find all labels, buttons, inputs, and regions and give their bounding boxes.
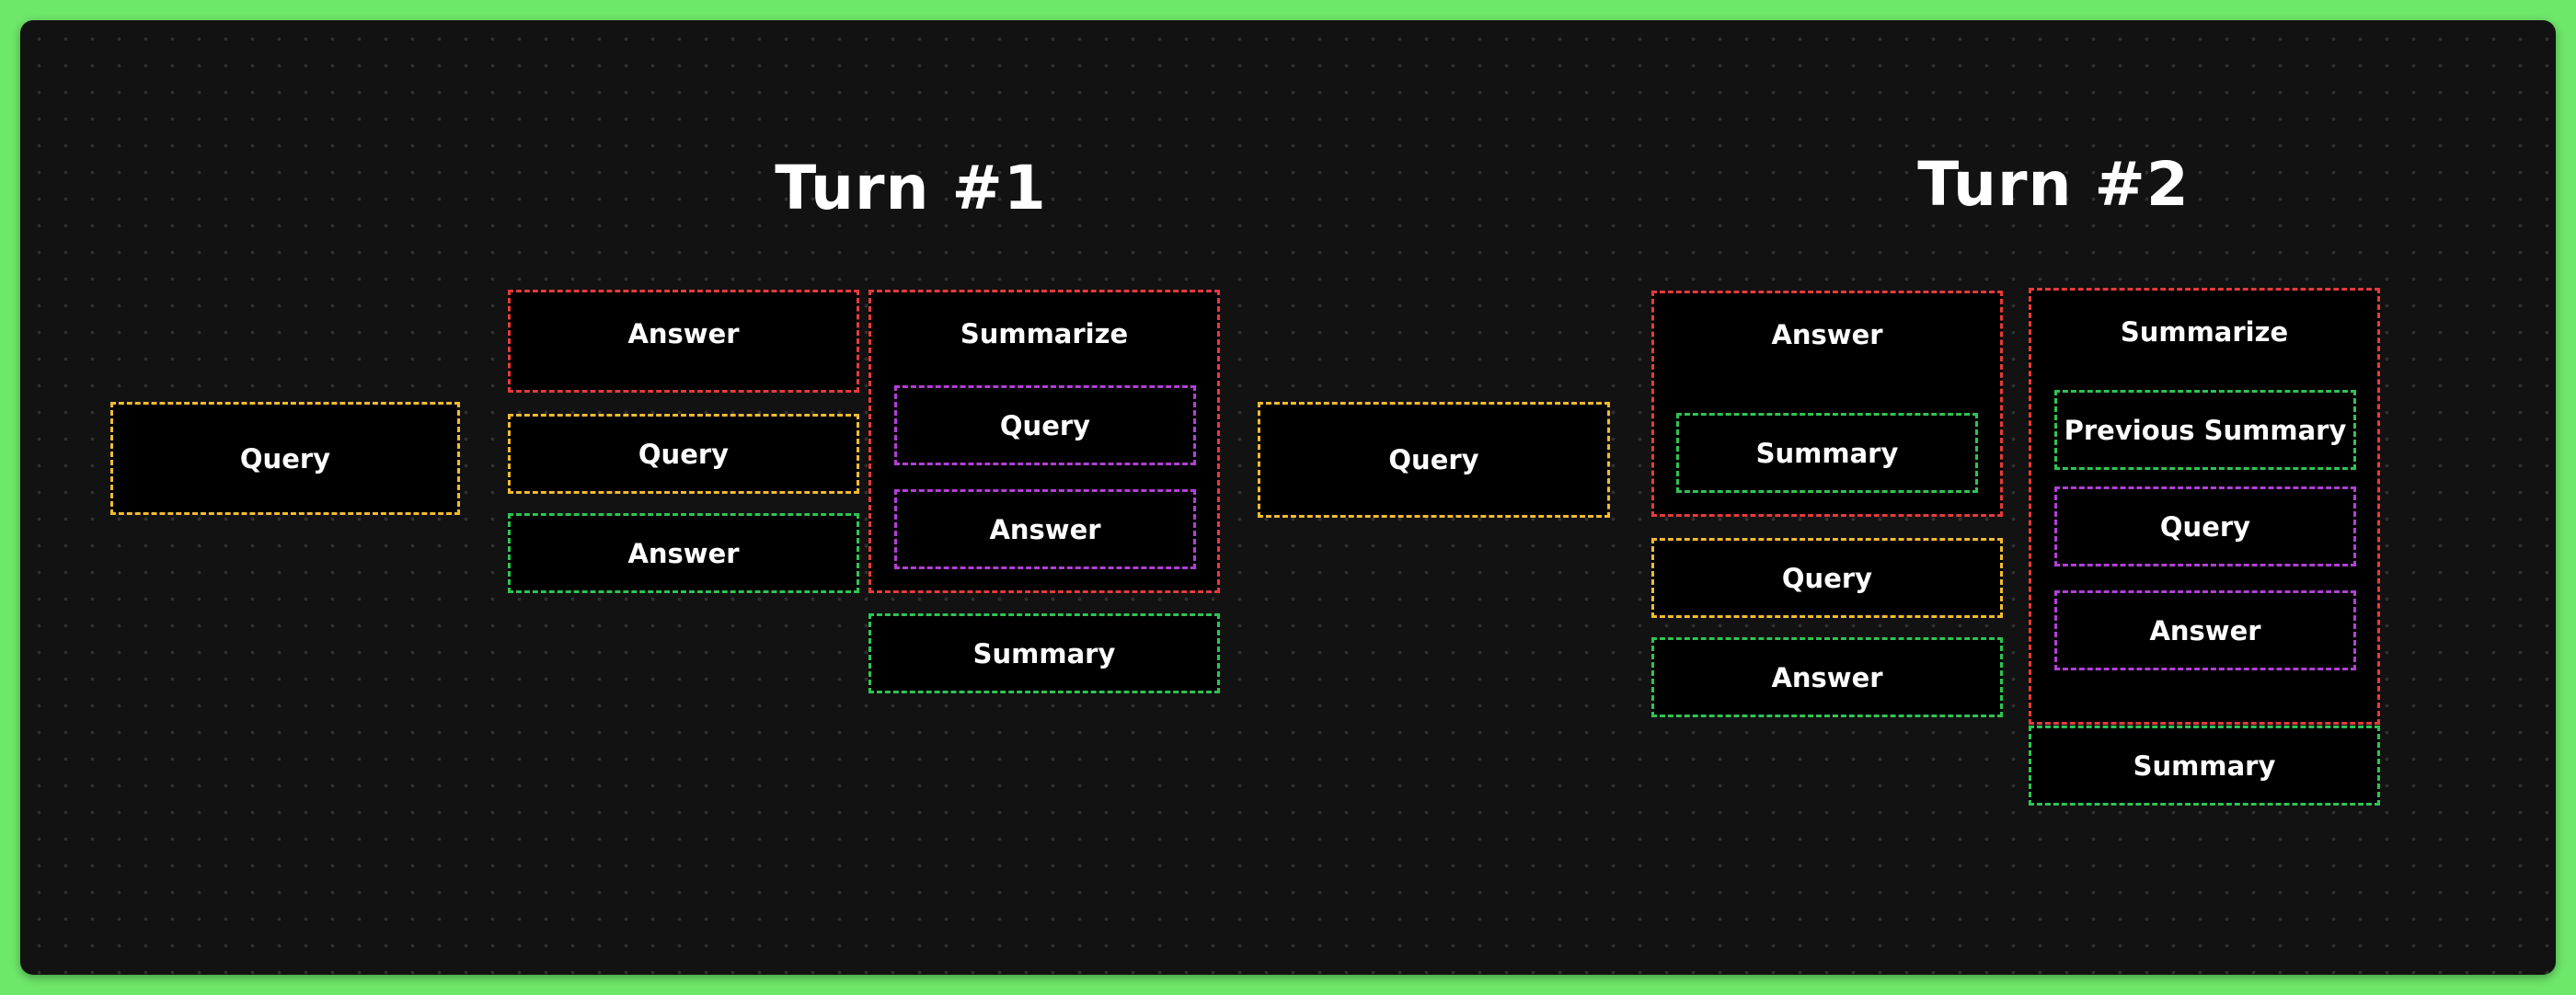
turn-2-answer-input-answer: Answer <box>1651 637 2003 717</box>
turn-2-summarize-input-answer-label: Answer <box>2149 614 2261 646</box>
turn-2-summarize-input-previous-summary-label: Previous Summary <box>2064 414 2347 446</box>
turn-2-answer-input-query-label: Query <box>1781 562 1873 594</box>
turn-1-summarize-step-label: Summarize <box>960 318 1129 349</box>
turn-1-query-input: Query <box>110 402 460 515</box>
turn-1-answer-step-label: Answer <box>627 318 740 349</box>
turn-2-answer-context-summary: Summary <box>1676 413 1978 493</box>
diagram-canvas: Turn #1 Query Answer Query Answer Summar… <box>20 20 2556 975</box>
turn-1-answer-step: Answer <box>508 290 859 393</box>
turn-2-summary-output: Summary <box>2029 726 2380 806</box>
turn-1-query-input-label: Query <box>239 442 331 475</box>
turn-1-summarize-input-query-label: Query <box>999 409 1091 441</box>
turn-1-summarize-input-answer-label: Answer <box>989 513 1101 545</box>
turn-2-answer-context-summary-label: Summary <box>1755 437 1899 469</box>
turn-2-summarize-step-label: Summarize <box>2120 316 2289 348</box>
turn-2-summarize-input-answer: Answer <box>2054 590 2356 670</box>
turn-1-summary-output-label: Summary <box>972 637 1116 669</box>
turn-2-query-input: Query <box>1258 402 1610 518</box>
turn-1-answer-input-query: Query <box>508 414 859 494</box>
turn-1-answer-input-query-label: Query <box>638 438 730 470</box>
turn-1-summarize-input-query: Query <box>894 385 1196 465</box>
turn-1-answer-input-answer: Answer <box>508 513 859 593</box>
turn-2-answer-input-answer-label: Answer <box>1771 661 1883 693</box>
turn-2-title: Turn #2 <box>1917 149 2190 220</box>
turn-2-summarize-input-query: Query <box>2054 486 2356 566</box>
turn-2-summary-output-label: Summary <box>2133 749 2276 782</box>
turn-2-answer-step-label: Answer <box>1771 319 1883 350</box>
turn-1-title: Turn #1 <box>775 153 1047 223</box>
turn-1-summary-output: Summary <box>868 613 1220 693</box>
turn-2-answer-input-query: Query <box>1651 538 2003 618</box>
turn-1-summarize-input-answer: Answer <box>894 489 1196 569</box>
turn-1-answer-input-answer-label: Answer <box>627 537 740 569</box>
turn-2-summarize-input-previous-summary: Previous Summary <box>2054 390 2356 470</box>
turn-2-summarize-input-query-label: Query <box>2159 510 2251 543</box>
turn-2-query-input-label: Query <box>1388 444 1479 475</box>
